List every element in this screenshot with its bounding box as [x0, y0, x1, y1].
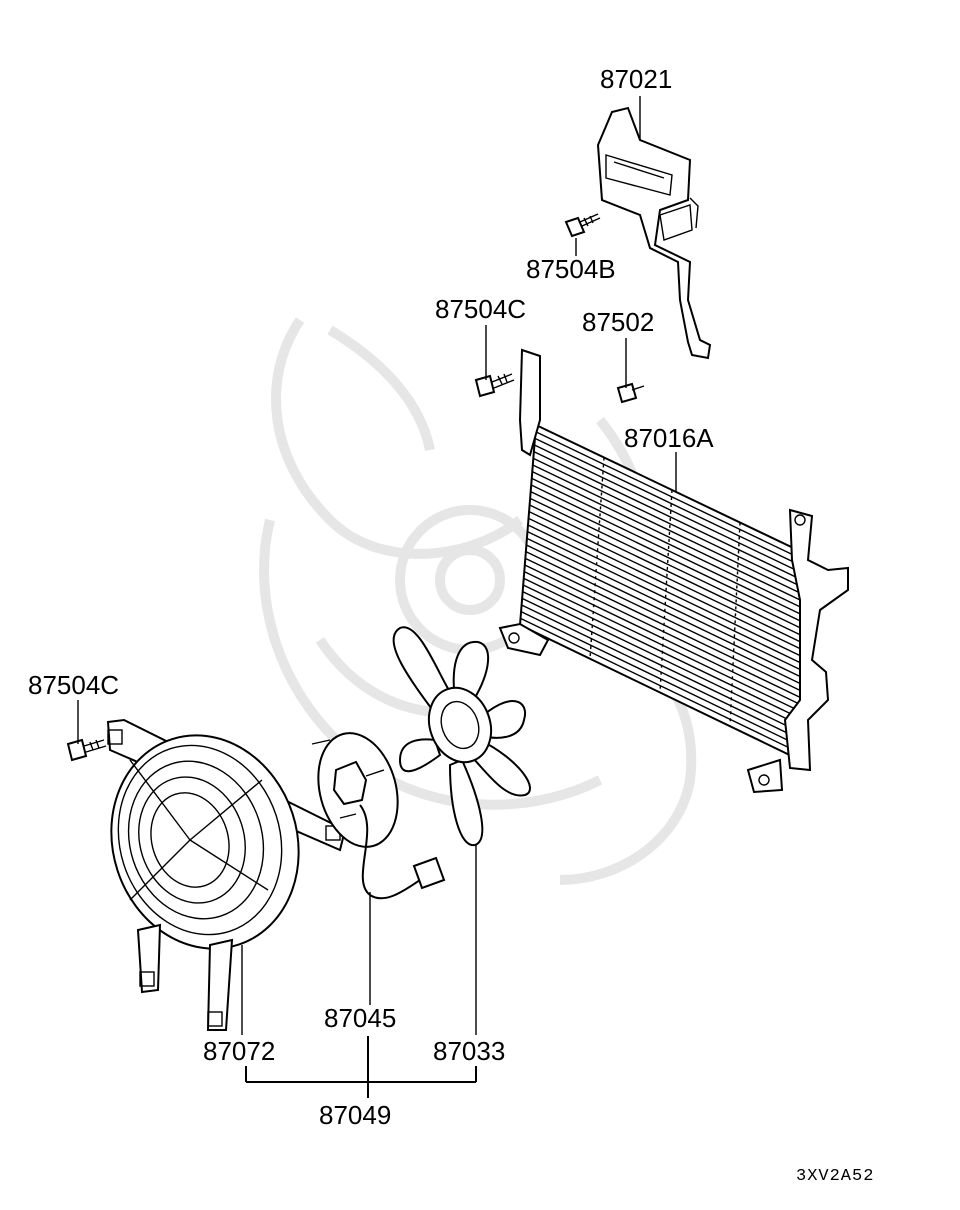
condenser-fin [528, 517, 805, 652]
condenser-tube [729, 522, 741, 727]
condenser-fin [534, 444, 808, 577]
condenser-fin [531, 477, 807, 611]
condenser-fin [529, 504, 806, 638]
fan-blade-87033 [392, 626, 531, 847]
condenser-fin [530, 484, 806, 618]
condenser-fin [534, 437, 808, 570]
label-87504b: 87504B [526, 254, 616, 284]
label-87504c-top: 87504C [435, 294, 526, 324]
bolt-87504b [564, 213, 601, 238]
label-87502: 87502 [582, 307, 654, 337]
condenser-fin [535, 431, 809, 563]
label-87049: 87049 [319, 1100, 391, 1130]
label-87016a: 87016A [624, 423, 714, 453]
condenser-fin [527, 531, 805, 665]
condenser-fin [527, 524, 805, 659]
condenser-fin [531, 471, 807, 604]
upper-bracket-87021 [596, 106, 712, 360]
condenser-tube [589, 457, 605, 659]
fan-motor-87045 [311, 732, 446, 900]
label-87072: 87072 [203, 1036, 275, 1066]
condenser-fin [528, 511, 805, 645]
fan-shroud-87072 [106, 718, 347, 1031]
label-87021: 87021 [600, 64, 672, 94]
condenser-tube [659, 489, 673, 693]
condenser-fin [533, 457, 807, 590]
nut-87502 [616, 382, 645, 404]
leader-lines [77, 96, 677, 1098]
bolt-87504c-top [474, 373, 515, 398]
label-87045: 87045 [324, 1003, 396, 1033]
label-87504c-left: 87504C [28, 670, 119, 700]
condenser-fin [530, 491, 806, 624]
reference-code: 3XV2A52 [796, 1167, 874, 1186]
condenser-fin [529, 497, 806, 631]
condenser-fin [532, 464, 807, 597]
condenser-fin [533, 451, 808, 583]
label-87033: 87033 [433, 1036, 505, 1066]
bolt-87504c-left [66, 738, 107, 762]
condenser-87016a [498, 348, 849, 794]
